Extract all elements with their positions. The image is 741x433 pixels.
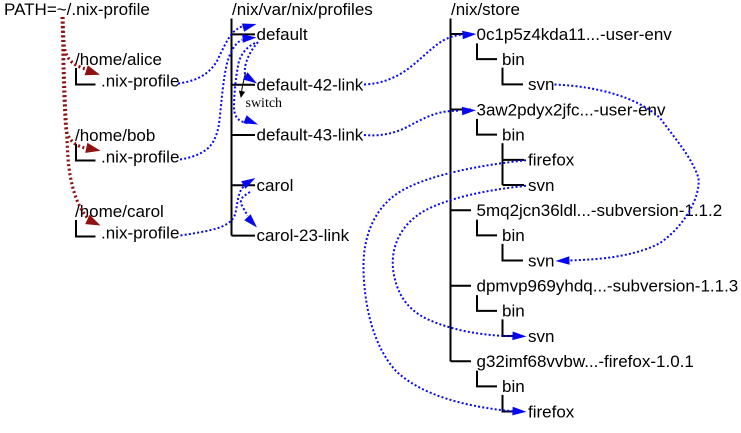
svg-text:/home/carol: /home/carol (75, 202, 164, 221)
svg-text:/nix/var/nix/profiles: /nix/var/nix/profiles (232, 0, 373, 19)
svg-text:PATH=~/.nix-profile: PATH=~/.nix-profile (4, 0, 150, 19)
svg-text:svn: svn (528, 176, 554, 195)
svg-text:3aw2pdyx2jfc...-user-env: 3aw2pdyx2jfc...-user-env (477, 100, 666, 119)
svg-text:default-42-link: default-42-link (257, 75, 364, 94)
svg-text:svn: svn (528, 251, 554, 270)
svg-text:default-43-link: default-43-link (257, 126, 364, 145)
svg-text:carol: carol (257, 176, 294, 195)
svg-text:svn: svn (528, 327, 554, 346)
svg-text:.nix-profile: .nix-profile (101, 72, 179, 91)
svg-text:dpmvp969yhdq...-subversion-1.1: dpmvp969yhdq...-subversion-1.1.3 (477, 277, 739, 296)
svg-text:/home/bob: /home/bob (75, 126, 155, 145)
svg-text:carol-23-link: carol-23-link (257, 226, 350, 245)
svg-text:bin: bin (502, 50, 525, 69)
svg-text:bin: bin (502, 125, 525, 144)
svg-text:svn: svn (528, 75, 554, 94)
svg-text:5mq2jcn36ldl...-subversion-1.1: 5mq2jcn36ldl...-subversion-1.1.2 (477, 201, 723, 220)
svg-text:/home/alice: /home/alice (75, 50, 162, 69)
svg-text:bin: bin (502, 302, 525, 321)
svg-text:bin: bin (502, 377, 525, 396)
svg-text:g32imf68vvbw...-firefox-1.0.1: g32imf68vvbw...-firefox-1.0.1 (477, 352, 694, 371)
svg-text:.nix-profile: .nix-profile (101, 224, 179, 243)
svg-text:0c1p5z4kda11...-user-env: 0c1p5z4kda11...-user-env (477, 25, 673, 44)
svg-text:default: default (257, 25, 308, 44)
svg-text:firefox: firefox (528, 151, 575, 170)
svg-text:switch: switch (246, 96, 283, 111)
svg-text:/nix/store: /nix/store (451, 0, 520, 19)
svg-text:bin: bin (502, 226, 525, 245)
svg-text:firefox: firefox (528, 402, 575, 421)
svg-text:.nix-profile: .nix-profile (101, 148, 179, 167)
